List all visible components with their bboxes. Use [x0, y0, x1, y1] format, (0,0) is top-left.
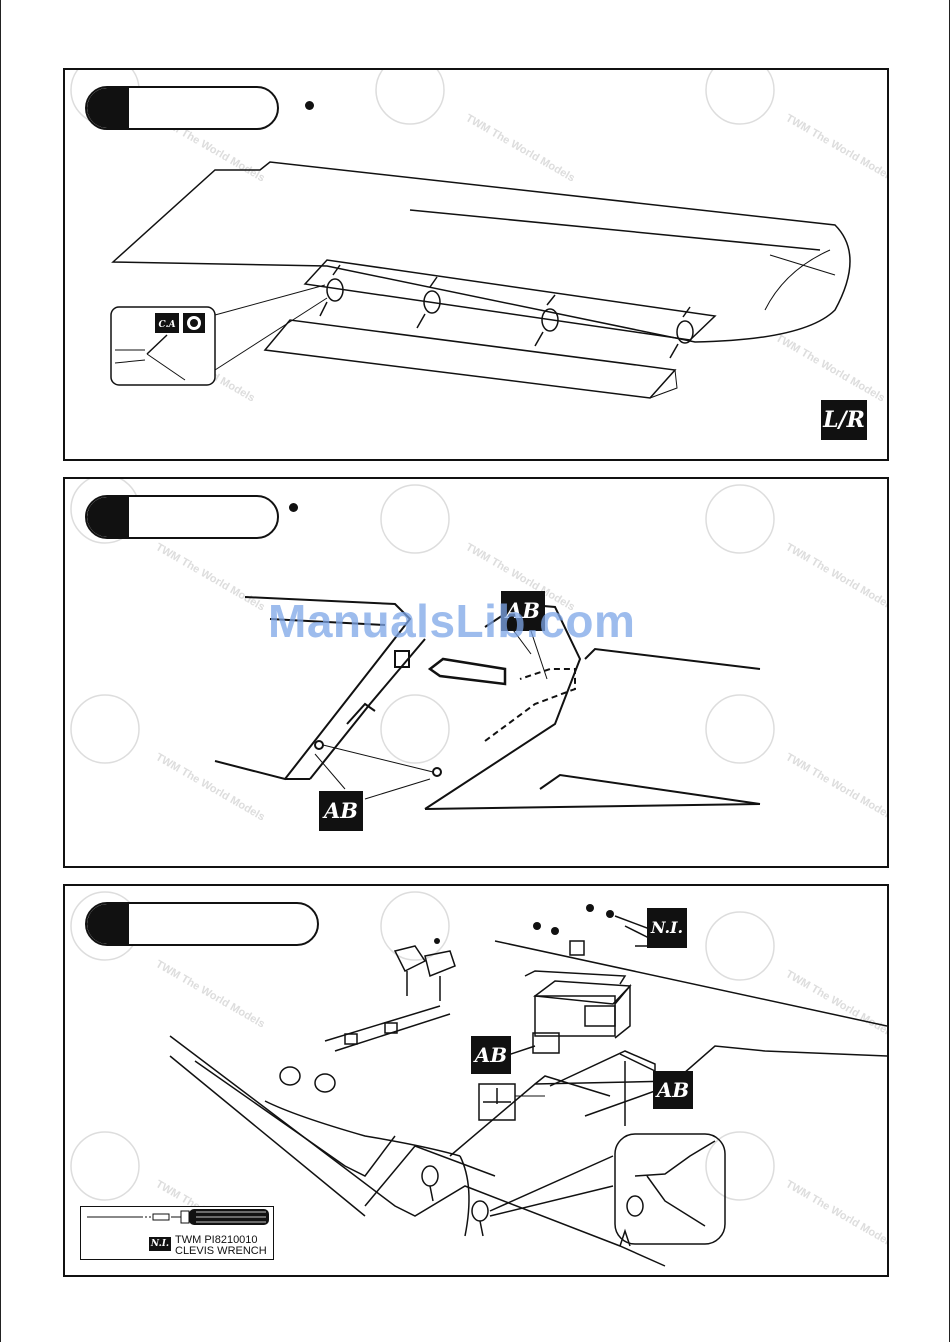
- step-badge: [85, 86, 279, 130]
- step-panel-aileron-hinges: TWM The World Models TWM The World Model…: [63, 68, 889, 461]
- step-badge-marker: [87, 497, 129, 537]
- epoxy-tag-bottom: AB: [319, 791, 363, 831]
- not-included-tag: N.I.: [647, 908, 687, 948]
- epoxy-tag-right: AB: [653, 1071, 693, 1109]
- aileron-hinge-illustration: TWM The World Models TWM The World Model…: [70, 70, 888, 405]
- tool-name: CLEVIS WRENCH: [175, 1245, 267, 1257]
- tool-part-number: TWM PI8210010: [175, 1234, 258, 1246]
- svg-text:TWM The World Models: TWM The World Models: [464, 112, 577, 184]
- svg-text:TWM The World Models: TWM The World Models: [784, 968, 888, 1040]
- step-badge-marker: [87, 88, 129, 128]
- bullet-point: [289, 503, 298, 512]
- step-panel-wing-joiner: TWM The World Models TWM The World Model…: [63, 477, 889, 868]
- svg-text:TWM The World Models: TWM The World Models: [154, 958, 267, 1030]
- svg-text:TWM The World Models: TWM The World Models: [154, 751, 267, 823]
- clevis-wrench-icon: [87, 1209, 269, 1225]
- not-included-tag-small: N.I.: [149, 1237, 171, 1251]
- left-right-tag: L/R: [821, 400, 867, 440]
- svg-text:TWM The World Models: TWM The World Models: [154, 541, 267, 613]
- ca-glue-tag: C.A: [158, 320, 175, 330]
- step-badge: [85, 495, 279, 539]
- step-badge: [85, 902, 319, 946]
- svg-text:TWM The World Models: TWM The World Models: [784, 1178, 888, 1250]
- bullet-point: [305, 101, 314, 110]
- svg-text:TWM The World Models: TWM The World Models: [784, 112, 888, 184]
- step-badge-marker: [87, 904, 129, 944]
- svg-text:TWM The World Models: TWM The World Models: [784, 541, 888, 613]
- epoxy-tag-top: AB: [501, 591, 545, 631]
- svg-text:TWM The World Models: TWM The World Models: [784, 751, 888, 823]
- manualslib-watermark: ManualsLib.com: [268, 595, 636, 647]
- svg-text:TWM The World Models: TWM The World Models: [774, 332, 887, 404]
- clevis-wrench-tool-box: N.I. TWM PI8210010 CLEVIS WRENCH: [80, 1206, 274, 1260]
- step-panel-servo-linkage: TWM The World Models TWM The World Model…: [63, 884, 889, 1277]
- epoxy-tag-left: AB: [471, 1036, 511, 1074]
